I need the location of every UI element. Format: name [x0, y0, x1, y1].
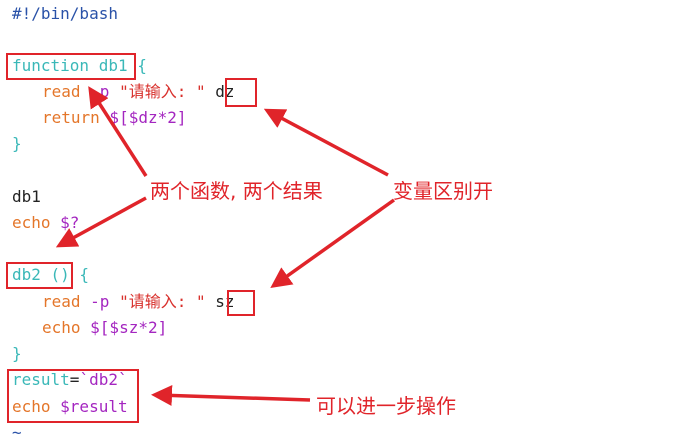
brace: { — [127, 56, 147, 75]
highlight-result — [7, 369, 139, 423]
read-cmd: read — [42, 292, 81, 311]
note-variables-distinct: 变量区别开 — [393, 179, 493, 203]
var-dz: dz — [215, 82, 235, 101]
arrow-to-func1 — [88, 86, 148, 177]
brace-close-1: } — [12, 134, 22, 153]
return-cmd: return — [42, 108, 100, 127]
highlight-dz — [225, 78, 257, 107]
prompt-string: "请输入: " — [119, 292, 216, 311]
echo-result-line: echo $result — [12, 397, 128, 417]
result-var: result — [12, 370, 70, 389]
func2-line: db2 () { — [12, 265, 89, 285]
highlight-func1 — [6, 53, 136, 80]
read-cmd: read — [42, 82, 81, 101]
arrow-to-result — [151, 384, 311, 406]
arrow-to-dz — [263, 108, 389, 177]
func2-decl: db2 () — [12, 265, 70, 284]
highlight-sz — [227, 290, 255, 316]
func1-line: function db1 { — [12, 56, 147, 76]
tilde: ~ — [12, 423, 22, 442]
echo-result: $result — [50, 397, 128, 416]
echo-status: $? — [50, 213, 80, 232]
echo-expr-line: echo $[$sz*2] — [42, 318, 167, 338]
return-expr: $[$dz*2] — [99, 108, 187, 127]
result-line: result=`db2` — [12, 370, 128, 390]
func1-decl: function db1 — [12, 56, 128, 75]
echo-cmd: echo — [12, 213, 51, 232]
brace-close-2: } — [12, 344, 22, 363]
echo-expr: $[$sz*2] — [80, 318, 168, 337]
note-further-ops: 可以进一步操作 — [316, 394, 456, 418]
read-opt: -p — [80, 292, 120, 311]
shebang-line: #!/bin/bash — [12, 4, 118, 23]
echo-status-line: echo $? — [12, 213, 79, 233]
read-line-2: read -p "请输入: " sz — [42, 292, 235, 312]
call-db1: db1 — [12, 187, 41, 206]
echo-cmd: echo — [42, 318, 81, 337]
highlight-func2 — [6, 262, 73, 289]
prompt-string: "请输入: " — [119, 82, 216, 101]
arrow-to-sz — [270, 198, 396, 289]
assign: = — [69, 370, 80, 389]
arrow-to-func2 — [55, 196, 147, 248]
result-sub: `db2` — [79, 370, 128, 389]
echo-cmd: echo — [12, 397, 51, 416]
var-sz: sz — [215, 292, 235, 311]
brace: { — [69, 265, 90, 284]
note-two-functions: 两个函数, 两个结果 — [150, 179, 323, 203]
return-line: return $[$dz*2] — [42, 108, 187, 128]
